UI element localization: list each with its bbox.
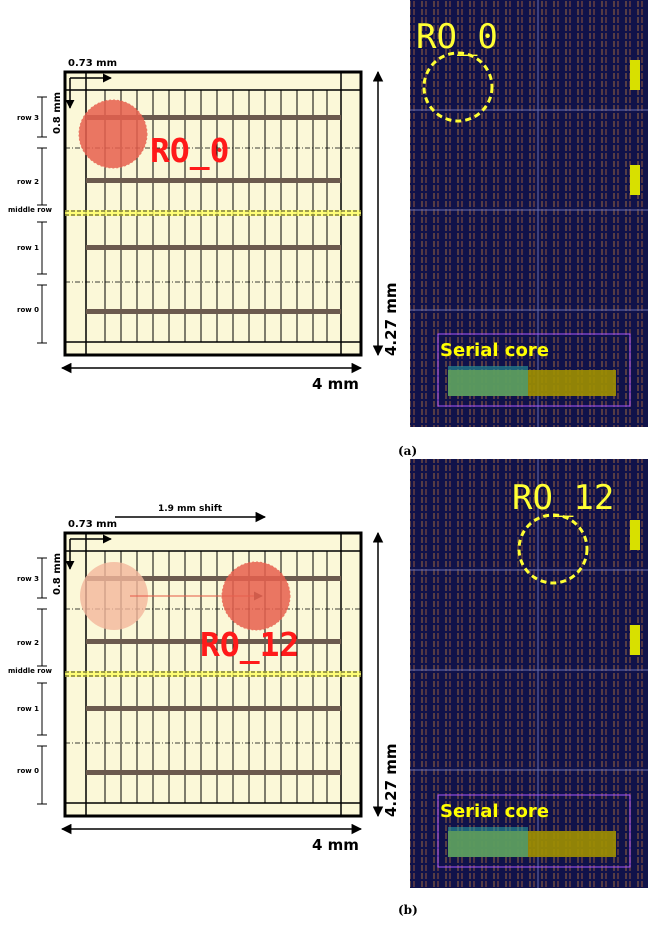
total-height-label: 4.27 mm [382,283,400,357]
width-label: 4 mm [312,836,359,854]
ro-region-original-circle [80,562,148,630]
row-bars [86,115,341,314]
panel-a: RO_0 0.73 mm 0.8 mm 4.27 mm 4 mm row 3 r… [8,0,648,458]
row-label-1: row 1 [17,244,39,252]
chip-region-label: RO_12 [512,478,614,518]
row-label-2: row 2 [17,178,39,186]
middle-row-band [65,671,361,677]
row-label-0: row 0 [17,306,39,314]
row-label-3: row 3 [17,114,39,122]
panel-b: RO_12 0.73 mm 1.9 mm shift 0.8 mm 4.27 m… [8,459,648,917]
row-label-middle: middle row [8,667,53,675]
ro-region-label: RO_12 [200,625,299,664]
row-boundaries [65,147,361,283]
ro-region-label: RO_0 [150,131,229,170]
chip-micrograph: RO_12 Serial core [410,459,648,888]
middle-row-band [65,210,361,216]
dimension-markers: 0.73 mm 1.9 mm shift 0.8 mm 4.27 mm 4 mm [52,504,400,854]
row-bars [86,576,341,775]
row-label-middle: middle row [8,206,53,214]
chip-region-circle [517,513,589,585]
row-labels: row 3 row 2 middle row row 1 row 0 [8,96,53,344]
row-label-2: row 2 [17,639,39,647]
row-height-label: 0.8 mm [52,553,63,595]
row-label-3: row 3 [17,575,39,583]
die-floorplan: RO_12 [63,531,363,818]
die-floorplan: RO_0 [63,70,363,357]
chip-micrograph: RO_0 Serial core [410,0,648,427]
row-label-1: row 1 [17,705,39,713]
ro-region-circle [78,99,148,169]
serial-core-label: Serial core [440,340,549,361]
ro-region-circle [221,561,291,631]
offset-label: 0.73 mm [68,519,117,530]
offset-label: 0.73 mm [68,58,117,69]
shift-label: 1.9 mm shift [158,504,223,514]
row-label-0: row 0 [17,767,39,775]
row-height-label: 0.8 mm [52,92,63,134]
row-labels: row 3 row 2 middle row row 1 row 0 [8,557,53,805]
total-height-label: 4.27 mm [382,744,400,818]
dimension-markers: 0.73 mm 0.8 mm 4.27 mm 4 mm [52,58,400,393]
chip-region-circle [422,51,494,123]
serial-core-label: Serial core [440,801,549,822]
panel-caption-a: (a) [398,444,417,458]
panel-caption-b: (b) [398,903,418,917]
chip-region-label: RO_0 [416,17,498,57]
width-label: 4 mm [312,375,359,393]
